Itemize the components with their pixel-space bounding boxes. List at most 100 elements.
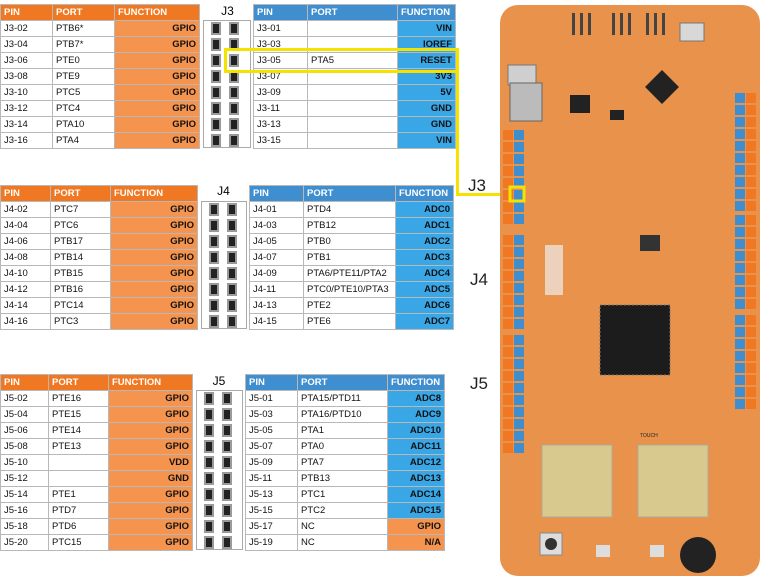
- cell-port: PTB0: [303, 233, 396, 250]
- board-drawing: TOUCH: [503, 13, 756, 573]
- board-header-pin: [514, 130, 524, 140]
- header-pin: [211, 118, 221, 131]
- header-pin: [204, 536, 214, 549]
- cell-function: GPIO: [114, 132, 200, 149]
- cell-pin: J5-12: [0, 470, 49, 487]
- board-header-pin: [735, 327, 745, 337]
- cell-port: PTE2: [303, 297, 396, 314]
- cell-pin: J5-11: [245, 470, 298, 487]
- board-header-pin: [735, 251, 745, 261]
- header-pin: [211, 38, 221, 51]
- cell-port: PTC3: [50, 313, 111, 330]
- cell-pin: J4-12: [0, 281, 51, 298]
- board-header-pin: [735, 105, 745, 115]
- cell-pin: J5-08: [0, 438, 49, 455]
- header-pin: [211, 102, 221, 115]
- board-header-pin: [735, 141, 745, 151]
- cell-port: PTA7: [297, 454, 388, 471]
- header-pin: [204, 440, 214, 453]
- header-pin: [211, 54, 221, 67]
- board-header-pin: [514, 202, 524, 212]
- cell-port: PTC7: [50, 201, 111, 218]
- cell-pin: J4-11: [249, 281, 304, 298]
- cell-port: [48, 470, 109, 487]
- j4-connector-label: J4: [217, 184, 230, 198]
- cell-port: PTB17: [50, 233, 111, 250]
- board-header-pin: [746, 363, 756, 373]
- cell-function: N/A: [387, 534, 445, 551]
- cell-pin: J4-15: [249, 313, 304, 330]
- header-pin: [211, 22, 221, 35]
- board-header-pin: [503, 271, 513, 281]
- board-header-pin: [746, 339, 756, 349]
- board-header-pin: [514, 371, 524, 381]
- cell-port: NC: [297, 518, 388, 535]
- cell-function: GPIO: [114, 52, 200, 69]
- cell-function: GPIO: [108, 422, 193, 439]
- board-header-pin: [514, 214, 524, 224]
- cell-port: PTA1: [297, 422, 388, 439]
- board-header-pin: [746, 227, 756, 237]
- cell-function: ADC12: [387, 454, 445, 471]
- header-pin: [229, 22, 239, 35]
- board-header-pin: [746, 263, 756, 273]
- cell-pin: J4-14: [0, 297, 51, 314]
- board-header-pin: [503, 259, 513, 269]
- cell-function: GPIO: [110, 265, 198, 282]
- board-header-pin: [503, 419, 513, 429]
- board-header-pin: [503, 154, 513, 164]
- board-header-pin: [514, 419, 524, 429]
- cell-port: PTB15: [50, 265, 111, 282]
- board-header-pin: [746, 117, 756, 127]
- col-header-pin: PIN: [0, 4, 53, 21]
- header-pin: [227, 315, 237, 328]
- board-header-pin: [735, 315, 745, 325]
- board-header-pin: [746, 239, 756, 249]
- board-header-pin: [503, 431, 513, 441]
- cell-function: GND: [397, 100, 456, 117]
- svg-text:TOUCH: TOUCH: [640, 433, 658, 439]
- cell-pin: J3-01: [253, 20, 308, 37]
- board-header-pin: [503, 295, 513, 305]
- cell-pin: J5-05: [245, 422, 298, 439]
- board-header-pin: [735, 351, 745, 361]
- header-pin: [222, 536, 232, 549]
- cell-pin: J5-10: [0, 454, 49, 471]
- cell-pin: J4-13: [249, 297, 304, 314]
- board-header-pin: [514, 283, 524, 293]
- board-header-pin: [746, 327, 756, 337]
- cell-port: PTA6/PTE11/PTA2: [303, 265, 396, 282]
- cell-pin: J4-05: [249, 233, 304, 250]
- j3-connector-label: J3: [221, 4, 234, 18]
- board-header-pin: [503, 307, 513, 317]
- board-header-pin: [746, 141, 756, 151]
- board-header-pin: [514, 271, 524, 281]
- cell-port: PTD6: [48, 518, 109, 535]
- header-pin: [222, 472, 232, 485]
- cell-pin: J4-16: [0, 313, 51, 330]
- cell-port: PTC5: [52, 84, 115, 101]
- cell-port: PTE0: [52, 52, 115, 69]
- board-header-pin: [735, 227, 745, 237]
- board-header-pin: [503, 347, 513, 357]
- board-header-pin: [735, 375, 745, 385]
- cell-port: PTB16: [50, 281, 111, 298]
- board-header-pin: [514, 395, 524, 405]
- cell-function: GPIO: [110, 313, 198, 330]
- cell-function: ADC5: [395, 281, 454, 298]
- cell-pin: J4-09: [249, 265, 304, 282]
